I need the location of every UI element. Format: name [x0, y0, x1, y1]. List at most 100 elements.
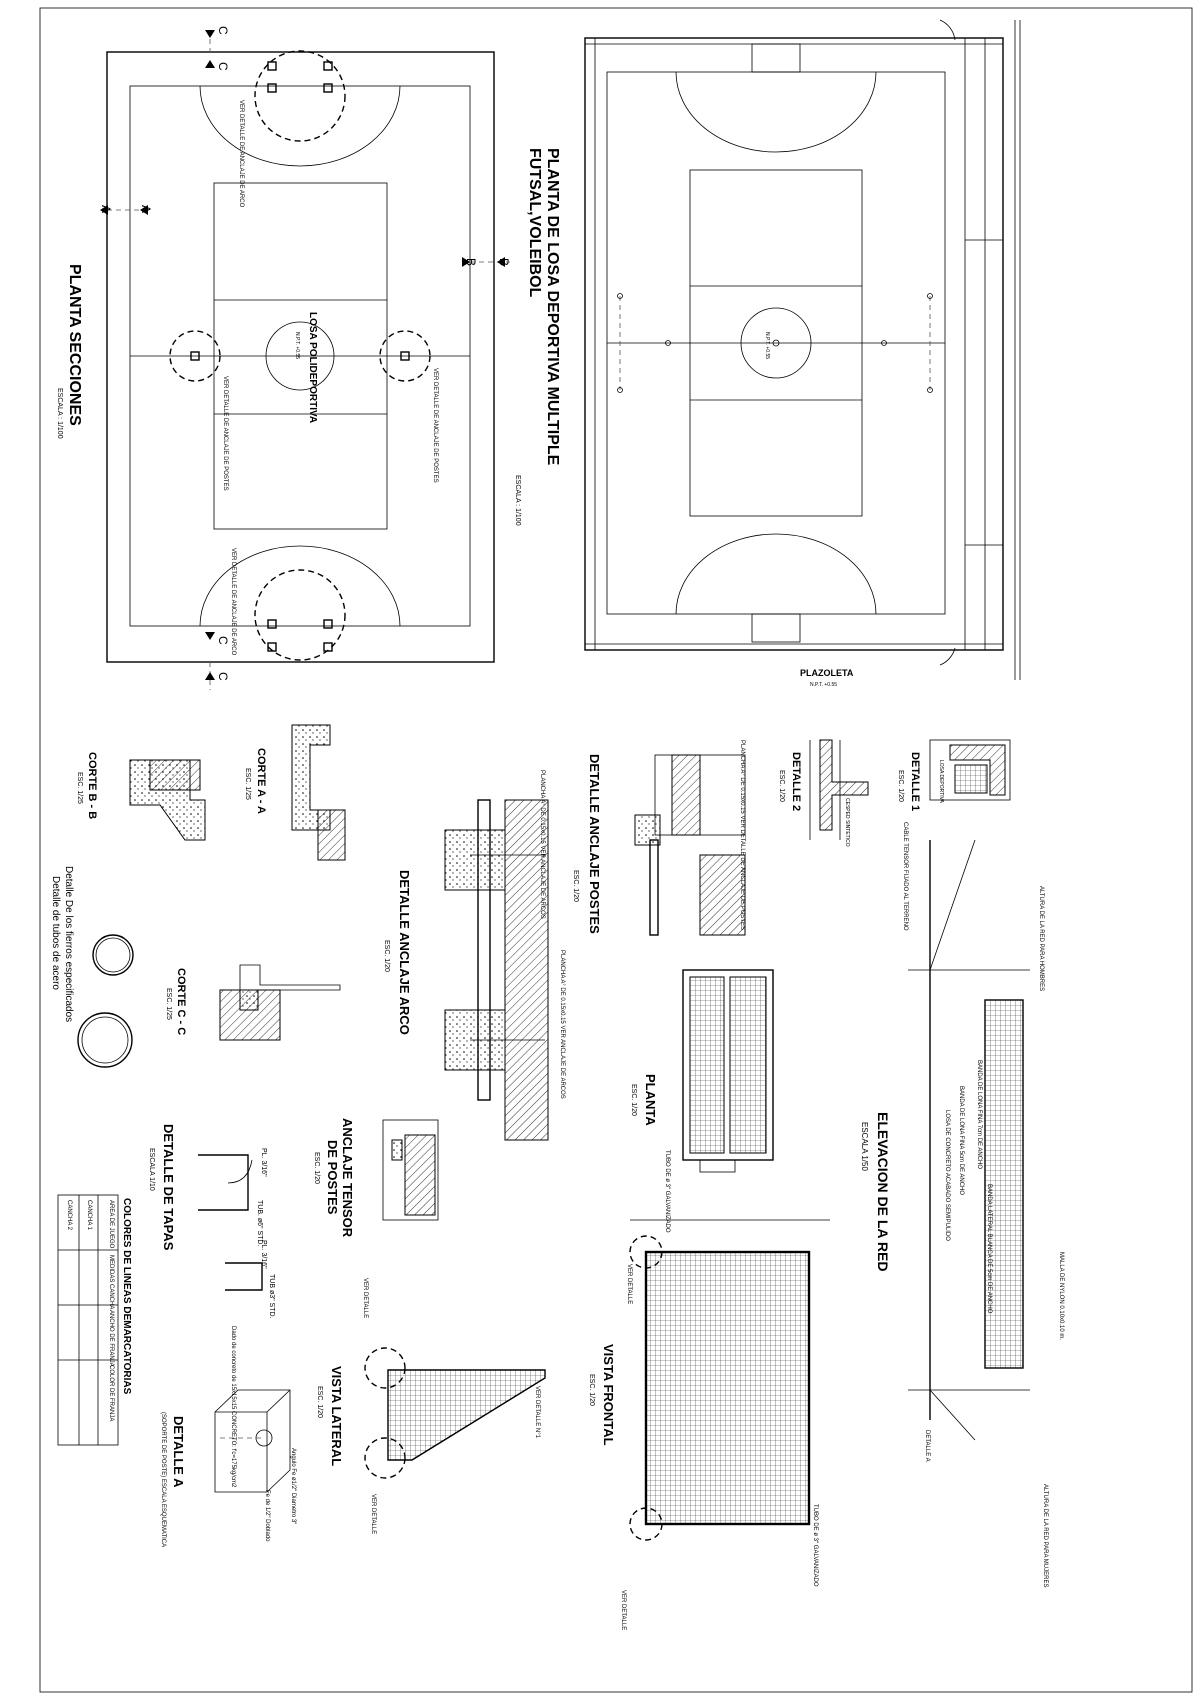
planta-arco-title: PLANTA — [643, 1074, 658, 1126]
vista-lateral-title: VISTA LATERAL — [329, 1366, 344, 1466]
corte-cc-drawing — [219, 964, 341, 1041]
anclaje-postes-note: PLANCHA A° DE 0.15x0.15 VER DETALLE DE A… — [739, 740, 745, 930]
vista-lateral-scale: ESC. 1/20 — [316, 1386, 323, 1418]
losa-polideportiva-label: LOSA POLIDEPORTIVA — [307, 312, 318, 423]
anclaje-tensor-drawing — [382, 1119, 439, 1221]
detalle-tapas-title: DETALLE DE TAPAS — [161, 1124, 176, 1251]
detalle-a-fe: Fe de 1/2" Doblado — [264, 1490, 270, 1542]
altura-mujeres-label: ALTURA DE LA RED PARA MUJERES — [1042, 1484, 1048, 1587]
detalle-1-drawing — [929, 739, 1011, 801]
plazoleta-npt: N.P.T. +0.55 — [810, 682, 837, 688]
corte-cc-title: CORTE C - C — [175, 968, 187, 1035]
detail-callout-circle — [169, 330, 221, 382]
cable-tensor-label: CABLE TENSOR FIJADO AL TERRENO — [902, 822, 908, 931]
cut-c-label-3: C — [216, 636, 230, 645]
altura-hombres-label: ALTURA DE LA RED PARA HOMBRES — [1038, 886, 1044, 991]
detalle-1-scale: ESC. 1/20 — [897, 770, 904, 802]
colores-header-0: AREA DE JUEGO — [108, 1200, 114, 1249]
vista-frontal-ver-detalle-1: VER DETALLE — [626, 1264, 632, 1304]
elevacion-red-scale: ESCALA 1/50 — [860, 1122, 869, 1171]
detalle-a-angulo: Angulo Fe ø1/2" Diametro 3" — [290, 1448, 296, 1524]
colores-table — [57, 1194, 119, 1446]
cut-b-label-right: B — [497, 258, 511, 266]
note-anclaje-postes: VER DETALLE DE ANCLAJE DE POSTES — [432, 368, 438, 483]
cut-b-label-left: B — [464, 258, 478, 266]
anclaje-postes-scale: ESC. 1/20 — [572, 870, 579, 902]
detalle-a-drawing — [214, 1389, 291, 1493]
anclaje-arco-scale: ESC. 1/20 — [383, 940, 390, 972]
colores-row-0: CANCHA 1 — [86, 1200, 92, 1231]
planta-secciones-scale: ESCALA : 1/100 — [56, 388, 63, 439]
vista-lateral-ver-detalle-2: VER DETALLE — [370, 1494, 376, 1534]
detail-callout-circle — [254, 569, 346, 661]
losa-concreto-label: LOSA DE CONCRETO ACABADO SEMIPULIDO — [944, 1110, 950, 1241]
tubos-drawing — [77, 934, 134, 1068]
planta-secciones-title: PLANTA SECCIONES — [66, 264, 83, 426]
detail-callout-circle — [254, 50, 346, 142]
vista-frontal-ver-detalle-2: VER DETALLE — [620, 1590, 626, 1630]
detail-callout-circle — [379, 330, 431, 382]
corte-aa-scale: ESC. 1/25 — [244, 768, 251, 800]
center-npt-label: N.P.T. +0.55 — [294, 332, 300, 359]
planta-secciones-plan — [100, 30, 510, 690]
corte-cc-scale: ESC. 1/25 — [165, 988, 172, 1020]
planta-arco-drawing — [682, 969, 774, 1173]
cut-a-label-left: A — [99, 205, 113, 213]
vista-frontal-tubo: TUBO DE ø 3" GALVANIZADO — [812, 1504, 818, 1587]
elevacion-detalle-a-label: DETALLE A — [924, 1430, 930, 1462]
anclaje-tensor-title-1: ANCLAJE TENSOR — [340, 1118, 355, 1238]
planta-losa-title-2: FUTSAL,VOLEIBOL — [526, 148, 543, 298]
colores-title: COLORES DE LINEAS DEMARCATORIAS — [121, 1198, 132, 1395]
detalle-a-dado: Dado de concreto de 15x15x15 CONCRETO: f… — [230, 1326, 236, 1488]
tapa-pl-1: PL. 3/16" — [260, 1148, 267, 1177]
note-anclaje-postes-2: VER DETALLE DE ANCLAJE DE POSTES — [222, 376, 228, 491]
planta-losa-title-1: PLANTA DE LOSA DEPORTIVA MULTIPLE — [544, 148, 561, 466]
vista-frontal-drawing — [629, 1219, 830, 1541]
anclaje-arco-title: DETALLE ANCLAJE ARCO — [397, 870, 412, 1035]
detalle-1-label: LOSA DEPORTIVA — [938, 760, 944, 804]
court-npt-label: N.P.T. +0.55 — [764, 332, 770, 359]
colores-row-1: CANCHA 2 — [66, 1200, 72, 1231]
banda-lateral-label: BANDA LATERAL BLANCA DE 5cm DE ANCHO — [986, 1184, 992, 1314]
vista-lateral-ver-detalle-n1: VER DETALLE N°1 — [534, 1386, 540, 1439]
fierros-line-1: Detalle De los fierros especificados — [63, 866, 74, 1022]
detalle-a-subtitle: (SOPORTE DE POSTE) ESCALA ESQUEMATICA — [160, 1412, 166, 1547]
vista-lateral-drawing — [364, 1347, 546, 1479]
anclaje-arco-drawing — [444, 799, 549, 1141]
cut-a-label-right: A — [139, 205, 153, 213]
corte-bb-scale: ESC. 1/25 — [76, 772, 83, 804]
cut-c-label-1: C — [216, 26, 230, 35]
planta-losa-plan — [584, 19, 1021, 680]
anclaje-tensor-scale: ESC. 1/20 — [313, 1152, 320, 1184]
planta-arco-scale: ESC. 1/20 — [630, 1084, 637, 1116]
banda-inferior-label: BANDA DE LONA FINA 5cm DE ANCHO — [958, 1086, 964, 1195]
tapa-tub-1: TUB. ø6" STD. — [256, 1200, 263, 1246]
corte-aa-drawing — [291, 724, 346, 861]
tapa-pl-2: PL. 3/16" — [260, 1240, 267, 1269]
anclaje-postes-drawing — [634, 754, 746, 936]
fierros-line-2: Detalle de tubos de acero — [50, 876, 61, 990]
colores-header-1: MEDIDAS CANCHA — [108, 1255, 114, 1309]
anclaje-postes-title: DETALLE ANCLAJE POSTES — [587, 754, 602, 934]
anclaje-tensor-title-2: DE POSTES — [325, 1140, 340, 1215]
corte-bb-title: CORTE B - B — [86, 752, 98, 819]
detalle-2-scale: ESC. 1/20 — [778, 770, 785, 802]
note-anclaje-arco-top: VER DETALLE DE ANCLAJE DE ARCO — [238, 100, 244, 208]
tapa-tub-2: TUB ø3" STD. — [268, 1274, 275, 1319]
vista-frontal-title: VISTA FRONTAL — [601, 1344, 616, 1446]
cut-c-label-2: C — [216, 62, 230, 71]
detalle-1-title: DETALLE 1 — [909, 752, 921, 811]
sheet-border — [39, 7, 1193, 1693]
elevacion-red-title: ELEVACION DE LA RED — [875, 1112, 891, 1271]
anclaje-arco-note-1: PLANCHA A° DE 0.15x0.15 VER ANCLAJE DE A… — [539, 770, 545, 919]
planta-arco-tubo: TUBO DE ø 3" GALVANIZADO — [664, 1150, 670, 1233]
cut-c-label-4: C — [216, 672, 230, 681]
colores-header-2: ANCHO DE FRANJA — [108, 1310, 114, 1367]
corte-bb-drawing — [129, 759, 206, 841]
note-anclaje-arco-bottom: VER DETALLE DE ANCLAJE DE ARCO — [230, 548, 236, 656]
detalle-tapas-drawing — [198, 1154, 263, 1291]
detalle-2-label: CESPED SINTETICO — [844, 798, 850, 847]
corte-aa-title: CORTE A - A — [255, 748, 267, 814]
